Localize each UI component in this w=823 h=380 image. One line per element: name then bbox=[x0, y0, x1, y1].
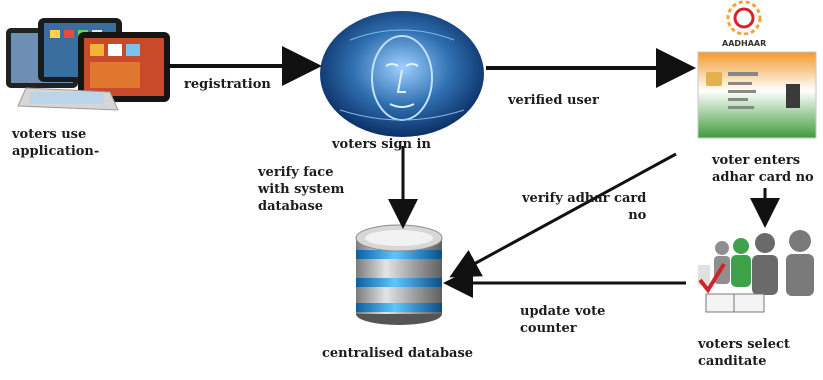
node-label-sign-in: voters sign in bbox=[332, 137, 431, 152]
voting-people-icon bbox=[698, 230, 814, 313]
aadhaar-logo-text: AADHAAR bbox=[722, 39, 766, 48]
edge-label-verify-adhar: verify adhar card no bbox=[522, 191, 647, 223]
database-icon bbox=[355, 224, 443, 325]
node-label-select: voters select canditate bbox=[698, 337, 790, 369]
arrows bbox=[168, 46, 780, 298]
node-label-database: centralised database bbox=[322, 346, 474, 361]
node-label-aadhaar: voter enters adhar card no bbox=[712, 153, 814, 185]
face-scan-icon bbox=[320, 11, 484, 137]
edge-label-verify-face: verify face with system database bbox=[258, 165, 345, 214]
arrow-verify-adhar bbox=[449, 152, 677, 278]
aadhaar-card-icon: AADHAAR bbox=[697, 0, 817, 139]
edge-label-update-vote: update vote counter bbox=[520, 304, 606, 336]
edge-label-verified-user: verified user bbox=[508, 93, 599, 108]
node-label-devices: voters use application- bbox=[12, 127, 100, 159]
tablet-devices-icon bbox=[6, 18, 170, 111]
edge-label-registration: registration bbox=[184, 77, 271, 92]
